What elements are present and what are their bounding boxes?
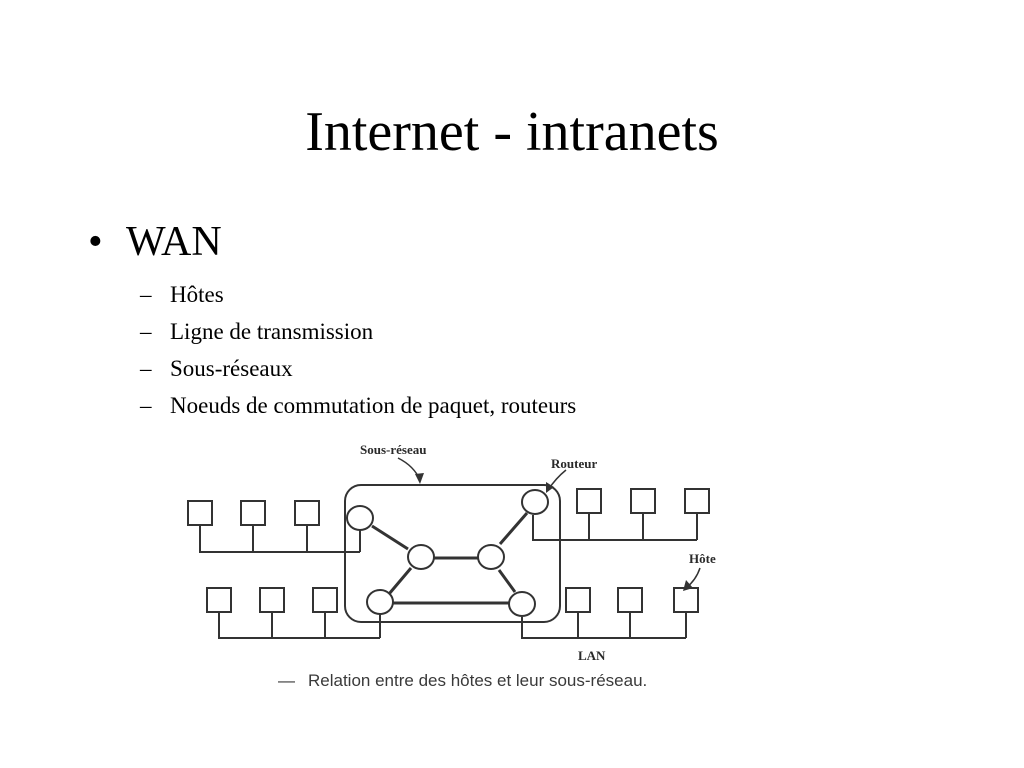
router-node [508,591,536,617]
host-box [240,500,266,526]
router-node [346,505,374,531]
arrowhead-icon [546,482,554,493]
lan-line [532,513,698,541]
label-host: Hôte [689,551,716,566]
slide-title: Internet - intranets [305,101,719,163]
sub-bullet-text: Hôtes [170,282,224,307]
host-box [630,488,656,514]
label-router: Routeur [551,456,597,471]
host-box [576,488,602,514]
host-box [617,587,643,613]
wan-diagram-svg: Sous-réseau Routeur Hôte LAN — Relation … [187,442,716,690]
host-box [294,500,320,526]
subnet-link [498,512,529,545]
label-subnet: Sous-réseau [360,442,426,457]
sub-bullet-text: Sous-réseaux [170,356,293,381]
wan-diagram: Sous-réseau Routeur Hôte LAN — Relation … [170,432,730,700]
bullet-list: • WAN –Hôtes –Ligne de transmission –Sou… [88,218,576,424]
lan-line [521,612,687,639]
diagram-caption: Relation entre des hôtes et leur sous-ré… [308,671,647,690]
router-node [366,589,394,615]
host-box [565,587,591,613]
router-node [407,544,435,570]
sub-bullet-item: –Noeuds de commutation de paquet, routeu… [140,387,576,424]
lan-line [199,525,360,553]
sub-bullet-marker: – [140,282,152,307]
sub-bullet-item: –Ligne de transmission [140,313,576,350]
subnet-link [387,567,413,595]
router-node [477,544,505,570]
router-node [521,489,549,515]
sub-bullet-marker: – [140,319,152,344]
sub-bullet-text: Ligne de transmission [170,319,374,344]
sub-bullet-marker: – [140,356,152,381]
bullet-item-wan: • WAN [88,218,576,266]
subnet-link [371,524,409,551]
bullet-marker: • [88,219,103,265]
caption-dash: — [278,671,295,690]
sub-bullet-marker: – [140,393,152,418]
host-box [312,587,338,613]
sub-bullet-item: –Hôtes [140,276,576,313]
sub-bullet-list: –Hôtes –Ligne de transmission –Sous-rése… [88,276,576,424]
arrowhead-icon [683,580,693,591]
host-box [259,587,285,613]
subnet-link [497,569,517,593]
bullet-label: WAN [126,219,222,265]
host-box [673,587,699,613]
label-lan: LAN [578,648,606,663]
sub-bullet-item: –Sous-réseaux [140,350,576,387]
host-box [206,587,232,613]
host-box [187,500,213,526]
arrowhead-icon [415,473,424,484]
sub-bullet-text: Noeuds de commutation de paquet, routeur… [170,393,577,418]
subnet-boundary [344,484,561,623]
host-box [684,488,710,514]
lan-line [218,612,381,639]
